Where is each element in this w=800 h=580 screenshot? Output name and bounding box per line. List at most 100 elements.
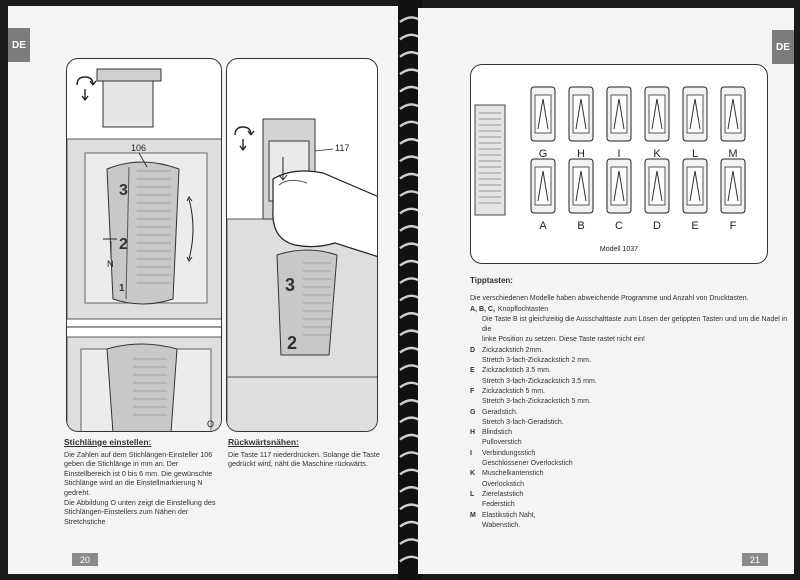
- tip-item-key: A, B, C,: [470, 305, 495, 313]
- tip-item-text: Zickzackstich 5 mm.: [482, 387, 546, 395]
- tip-item-text: Federstich: [482, 501, 515, 509]
- tip-item-key: M: [470, 511, 476, 519]
- reverse-figure: 117 3 2: [226, 58, 378, 432]
- stitch-button-l[interactable]: L: [682, 86, 708, 160]
- stitch-pattern-icon: [651, 98, 663, 130]
- tip-item-text: Stretch 3-fach-Geradstich.: [482, 418, 564, 426]
- tip-item-text: Overlockstich: [482, 480, 525, 488]
- stitch-button-label: M: [728, 148, 737, 160]
- stitch-button-label: F: [730, 220, 737, 232]
- tip-item: Wabenstich.: [470, 521, 790, 531]
- stitch-pattern-icon: [613, 98, 625, 130]
- tip-item-key: D: [470, 346, 476, 354]
- tip-item-text: Stretch 3-fach-Zickzackstich 5 mm.: [482, 398, 591, 406]
- tip-item-key: I: [470, 449, 472, 457]
- double-arrow-icon: [186, 196, 194, 262]
- button-panel-illustration: G H I K L M A B C D E F Modell 1037: [474, 86, 746, 253]
- stitch-button-a[interactable]: A: [530, 158, 556, 232]
- tip-item-text: Stretch 3-fach-Zickzackstich 3.5 mm.: [482, 377, 597, 385]
- stitch-length-figure: 3 2 1 106 N: [66, 58, 222, 432]
- tip-item: A, B, C,Knopflochtasten: [470, 305, 790, 315]
- tip-item-text: Zierelaststich: [482, 490, 524, 498]
- stitch-button-m[interactable]: M: [720, 86, 746, 160]
- stitch-pattern-icon: [613, 170, 625, 202]
- stitch-length-line: gedreht.: [64, 487, 91, 497]
- stitch-button-d[interactable]: D: [644, 158, 670, 232]
- stitch-button-b[interactable]: B: [568, 158, 594, 232]
- stitch-length-line: Stretchstiche: [64, 516, 106, 526]
- tip-item: Overlockstich: [470, 480, 790, 490]
- model-label: Modell 1037: [600, 246, 638, 253]
- language-tab: DE: [772, 30, 794, 64]
- stitch-button-label: G: [539, 148, 548, 160]
- page-number: 21: [742, 553, 768, 566]
- tip-item: linke Position zu setzen. Diese Taste ra…: [470, 335, 790, 345]
- stitch-button-label: C: [615, 220, 623, 232]
- stitch-button-label: I: [617, 148, 620, 160]
- tip-item-key: H: [470, 429, 476, 437]
- stitch-button-h[interactable]: H: [568, 86, 594, 160]
- reverse-title: Rückwärtsnähen:: [228, 437, 299, 447]
- tip-item-key: E: [470, 367, 475, 375]
- stitch-button-c[interactable]: C: [606, 158, 632, 232]
- stitch-pattern-icon: [537, 98, 549, 130]
- rotate-arrow-icon: [76, 76, 97, 102]
- tip-item-text: Pulloverstich: [482, 439, 522, 447]
- label-106: 106: [131, 143, 146, 153]
- tip-item-text: linke Position zu setzen. Diese Taste ra…: [482, 336, 645, 344]
- rotate-arrow-icon: [234, 126, 255, 152]
- tip-item-text: Die Taste B ist gleichzeitig die Ausscha…: [482, 315, 788, 334]
- reverse-dial-number-2: 2: [287, 333, 297, 353]
- tip-intro: Die verschiedenen Modelle haben abweiche…: [470, 295, 749, 303]
- label-117: 117: [335, 143, 349, 153]
- dial-number-1: 1: [119, 283, 125, 294]
- stitch-pattern-icon: [651, 170, 663, 202]
- reverse-caption: Rückwärtsnähen: Die Taste 117 niederdrüc…: [228, 437, 396, 469]
- stitch-button-label: B: [577, 220, 584, 232]
- tip-item: Stretch 3-fach-Zickzackstich 3.5 mm.: [470, 377, 790, 387]
- reverse-dial-number-3: 3: [285, 275, 295, 295]
- stitch-length-line: Die Abbildung O unten zeigt die Einstell…: [64, 497, 216, 507]
- tip-item-key: K: [470, 470, 476, 478]
- stitch-button-e[interactable]: E: [682, 158, 708, 232]
- reverse-line: gedrückt wird, näht die Maschine rückwär…: [228, 459, 368, 469]
- stitch-button-i[interactable]: I: [606, 86, 632, 160]
- stitch-pattern-icon: [537, 170, 549, 202]
- stitch-button-label: H: [577, 148, 585, 160]
- stitch-button-label: D: [653, 220, 661, 232]
- reverse-line: Die Taste 117 niederdrücken. Solange die…: [228, 449, 380, 459]
- stitch-length-caption: Stichlänge einstellen: Die Zahlen auf de…: [64, 437, 224, 526]
- page-number: 20: [72, 553, 98, 566]
- stitch-pattern-icon: [575, 170, 587, 202]
- dial-number-3: 3: [119, 182, 128, 199]
- stitch-button-label: K: [653, 148, 661, 160]
- stitch-pattern-icon: [689, 170, 701, 202]
- button-panel-figure: G H I K L M A B C D E F Modell 1037: [470, 64, 768, 264]
- tip-item: Federstich: [470, 500, 790, 510]
- stitch-pattern-icon: [727, 170, 739, 202]
- tip-item-key: G: [470, 408, 476, 416]
- tip-item-text: Knopflochtasten: [497, 305, 549, 313]
- stitch-button-g[interactable]: G: [530, 86, 556, 160]
- stitch-button-k[interactable]: K: [644, 86, 670, 160]
- tip-item: Stretch 3-fach-Zickzackstich 2 mm.: [470, 356, 790, 366]
- stitch-pattern-icon: [727, 98, 739, 130]
- tip-item: Stretch 3-fach-Geradstich.: [470, 418, 790, 428]
- stitch-button-label: A: [539, 220, 547, 232]
- tip-item-key: [470, 315, 482, 336]
- stitch-length-illustration: 3 2 1 106 N: [67, 68, 221, 431]
- tip-buttons-section: Tipptasten: Die verschiedenen Modelle ha…: [470, 276, 790, 531]
- tip-item: Geschlossener Overlockstich: [470, 459, 790, 469]
- stitch-button-f[interactable]: F: [720, 158, 746, 232]
